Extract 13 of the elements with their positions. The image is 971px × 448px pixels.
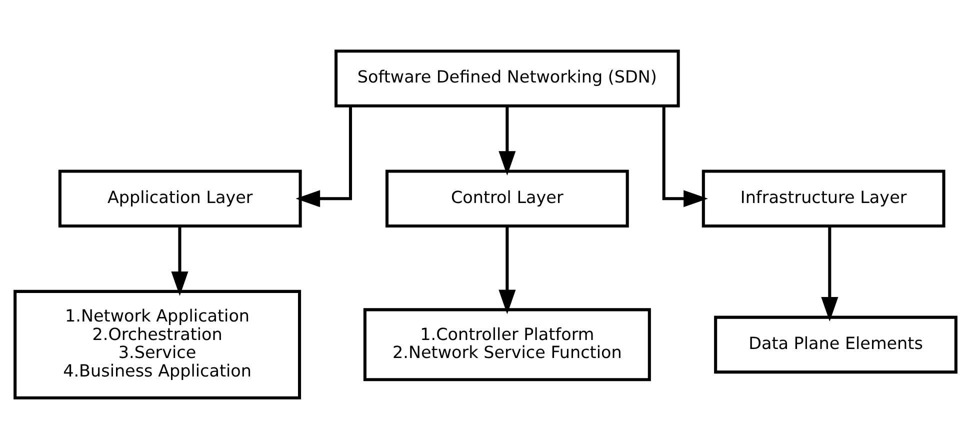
- node-box: Software Defined Networking (SDN): [334, 49, 680, 107]
- arrow: [498, 226, 516, 314]
- arrow: [821, 226, 838, 321]
- arrow: [662, 106, 708, 207]
- arrow: [498, 106, 516, 176]
- node-box: Infrastructure Layer: [702, 169, 946, 228]
- node-box: 1.Network Application 2.Orchestration 3.Service 4.Business Application: [14, 289, 302, 399]
- arrow: [171, 226, 188, 296]
- node-box: Control Layer: [385, 169, 629, 228]
- arrow: [296, 106, 352, 207]
- node-box: Application Layer: [58, 169, 302, 228]
- node-box: 1.Controller Platform 2.Network Service Function: [363, 308, 651, 381]
- node-box: Data Plane Elements: [714, 315, 958, 374]
